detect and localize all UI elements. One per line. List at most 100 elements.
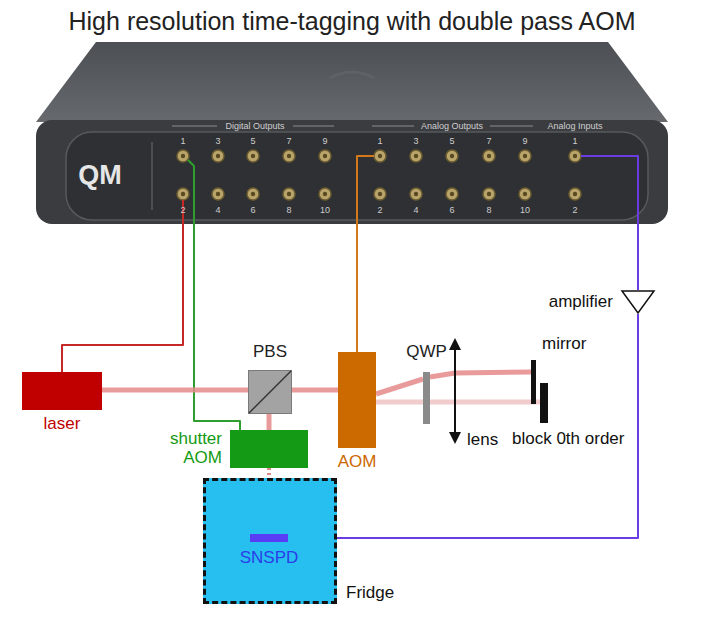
port-pin [378,154,382,158]
node-label: QWP [406,342,447,362]
group-bracket [372,126,414,127]
port-pin [573,192,577,196]
port-number: 5 [250,136,255,147]
port-number: 1 [180,136,185,147]
node-label: amplifier [549,292,613,312]
beam-block: block 0th order [540,383,548,423]
amplifier-symbol: amplifier [621,290,655,314]
laser-box: laser [22,372,102,410]
bnc-port [569,150,581,162]
port-pin [487,154,491,158]
port-pin [323,154,327,158]
group-bracket [490,126,533,127]
bnc-port [247,150,259,162]
device-top-logo [330,72,374,78]
port-number: 3 [215,136,220,147]
panel-separator [152,142,153,210]
port-pin [216,154,220,158]
laser-beam [430,372,531,377]
signal-wire [637,224,639,290]
laser-beam [267,414,272,430]
signal-wire [194,224,240,430]
laser-beam [102,388,248,393]
port-pin [287,154,291,158]
signal-wire [62,224,183,372]
node-label: block 0th order [512,429,624,449]
bnc-port [177,150,189,162]
port-pin [450,192,454,196]
fridge-region: FridgeSNSPD [203,478,337,604]
bnc-port [283,188,295,200]
port-group-label: Digital Outputs [225,121,284,132]
port-pin [450,154,454,158]
bnc-port [374,150,386,162]
port-pin [287,192,291,196]
port-number: 9 [322,136,327,147]
bnc-port [177,188,189,200]
port-number: 10 [520,205,530,216]
port-pin [181,154,185,158]
signal-wire [288,314,638,538]
bnc-port [283,150,295,162]
logo-text: QM [78,159,122,191]
port-number: 1 [377,136,382,147]
port-number: 7 [486,136,491,147]
port-number: 2 [180,205,185,216]
amplifier-symbol-shape [621,290,655,314]
bnc-port [410,188,422,200]
snspd-detector: SNSPD [250,534,288,542]
port-number: 6 [250,205,255,216]
port-wire [188,160,194,224]
laser-beam [292,388,338,393]
lens-symbol-shape [449,338,461,444]
bnc-port [319,188,331,200]
laser-beam [376,379,423,394]
port-pin [414,192,418,196]
port-number: 6 [449,205,454,216]
diagram-title: High resolution time-tagging with double… [0,6,704,36]
signal-wire [356,224,358,352]
port-number: 1 [572,136,577,147]
port-number: 9 [522,136,527,147]
bnc-port [569,188,581,200]
port-pin [181,192,185,196]
port-number: 3 [413,136,418,147]
port-pin [323,192,327,196]
port-pin [414,154,418,158]
node-label: AOM [338,452,377,472]
controller-box: QM [36,42,668,224]
port-wire [581,156,638,224]
lens-symbol: lens [449,338,461,444]
device-top [36,42,668,122]
port-group-label: Analog Outputs [421,121,483,132]
port-number: 4 [413,205,418,216]
node-label: laser [44,414,81,434]
port-number: 2 [572,205,577,216]
bnc-port [212,188,224,200]
waveplate: QWP [423,372,430,424]
bnc-port [519,188,531,200]
bnc-port [483,150,495,162]
port-pin [216,192,220,196]
mirror-bar: mirror [531,360,536,404]
node-label: shutter AOM [158,429,222,467]
node-label: mirror [542,334,586,354]
node-label: SNSPD [240,548,299,568]
bnc-port [410,150,422,162]
node-label: lens [467,430,498,450]
port-number: 4 [215,205,220,216]
port-number: 5 [449,136,454,147]
port-pin [378,192,382,196]
port-number: 10 [320,205,330,216]
node-label: PBS [253,342,287,362]
bnc-port [212,150,224,162]
port-number: 8 [486,205,491,216]
port-pin [523,154,527,158]
port-number: 7 [286,136,291,147]
bnc-port [247,188,259,200]
port-pin [251,192,255,196]
port-number: 8 [286,205,291,216]
port-pin [251,154,255,158]
